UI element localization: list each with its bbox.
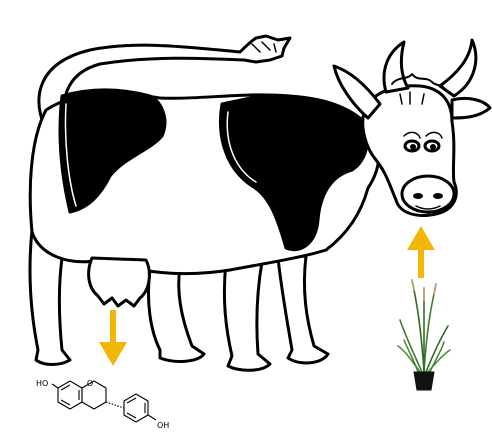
molecule-structure xyxy=(52,381,156,422)
cow-horn-right xyxy=(440,40,476,96)
cow-illustration xyxy=(30,36,490,370)
grass-plant-icon xyxy=(398,280,450,390)
cow-udder xyxy=(89,258,150,306)
cow-snout xyxy=(402,176,454,212)
arrow-up-icon xyxy=(407,226,435,278)
cow-ear-right xyxy=(452,98,490,118)
plant-pot xyxy=(414,372,434,390)
svg-text:O: O xyxy=(87,379,93,388)
molecule-label-right: OH xyxy=(157,421,169,430)
cow-front-leg xyxy=(224,262,270,370)
arrow-down-icon xyxy=(99,310,127,366)
cow-horn-left xyxy=(384,42,408,92)
molecule-label-left: HO xyxy=(36,379,48,388)
